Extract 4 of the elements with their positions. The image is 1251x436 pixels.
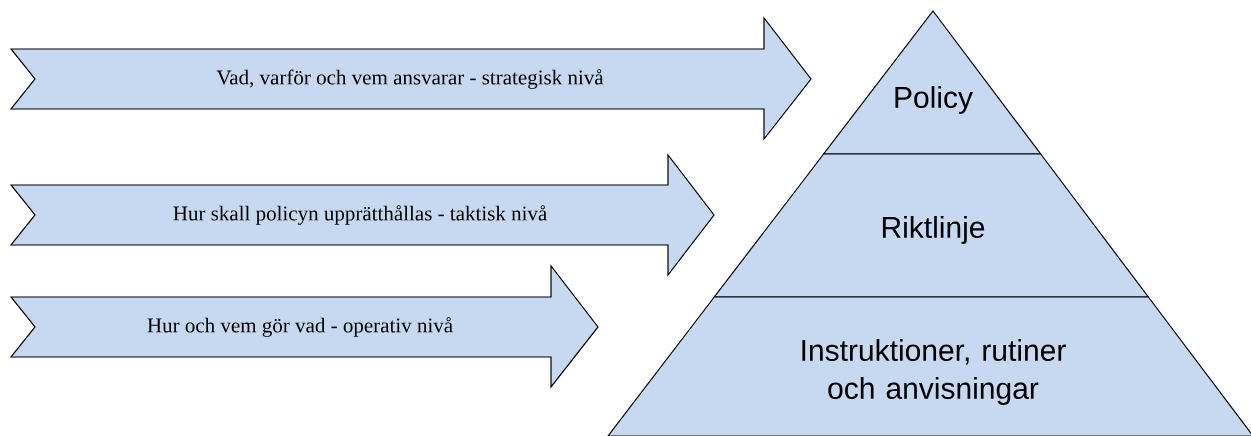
arrow-banner: Hur skall policyn upprätthållas - taktisk nivå — [9, 153, 715, 277]
pyramid-level: Riktlinje — [713, 153, 1150, 298]
arrow-banner: Hur och vem gör vad - operativ nivå — [9, 264, 599, 389]
arrow-banner: Vad, varför och vem ansvarar - strategisk nivå — [9, 16, 812, 141]
